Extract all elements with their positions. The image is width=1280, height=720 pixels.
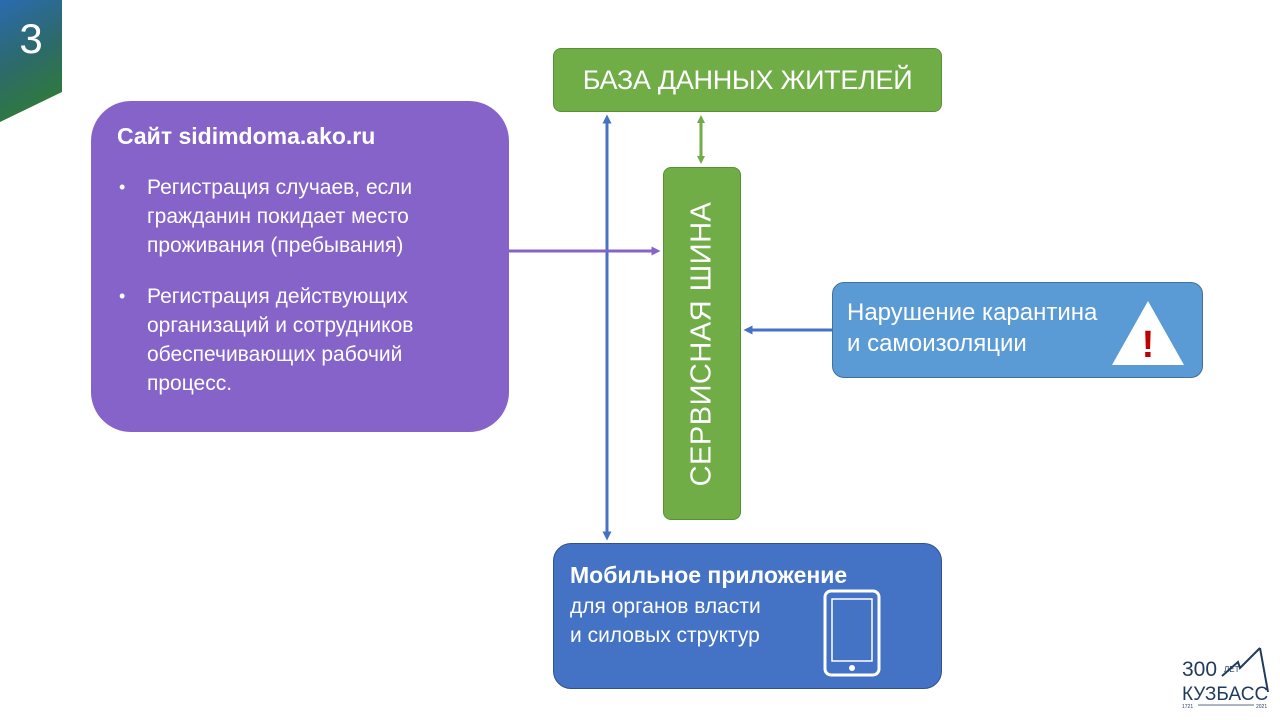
- mobile-app-box: Мобильное приложение для органов власти …: [553, 543, 942, 689]
- tablet-icon: [823, 589, 881, 677]
- database-box: БАЗА ДАННЫХ ЖИТЕЛЕЙ: [553, 48, 942, 112]
- alert-box: Нарушение карантина и самоизоляции !: [832, 282, 1203, 378]
- logo-name: КУЗБАСС: [1182, 684, 1268, 705]
- database-label: БАЗА ДАННЫХ ЖИТЕЛЕЙ: [582, 64, 913, 95]
- service-bus-box: СЕРВИСНАЯ ШИНА: [663, 167, 741, 520]
- corner-shape: [0, 0, 62, 122]
- alert-line: Нарушение карантина: [847, 299, 1098, 326]
- logo-year-start: 1721: [1182, 704, 1193, 710]
- bullet: •: [119, 286, 126, 306]
- kuzbass-300-logo: 300 ЛЕТ КУЗБАСС 1721 2021: [1182, 647, 1269, 710]
- site-item-text: Регистрация случаев, если гражданин поки…: [147, 176, 413, 257]
- mobile-line: для органов власти: [570, 595, 761, 618]
- site-title: Сайт sidimdoma.ako.ru: [117, 123, 376, 149]
- site-box: Сайт sidimdoma.ako.ru • Регистрация случ…: [91, 101, 509, 432]
- site-list: • Регистрация случаев, если гражданин по…: [117, 173, 479, 398]
- site-item-text: Регистрация действующих организаций и со…: [147, 285, 414, 395]
- mobile-title: Мобильное приложение: [570, 562, 848, 588]
- site-list-item: • Регистрация действующих организаций и …: [117, 282, 479, 398]
- warning-icon: !: [1112, 301, 1184, 366]
- logo-word: ЛЕТ: [1224, 665, 1240, 674]
- logo-year-end: 2021: [1256, 704, 1267, 710]
- bullet: •: [119, 177, 126, 197]
- mobile-line: и силовых структур: [570, 624, 760, 647]
- page-number: 3: [19, 15, 43, 62]
- service-bus-label: СЕРВИСНАЯ ШИНА: [685, 201, 718, 486]
- logo-number: 300: [1182, 658, 1217, 681]
- page-corner: 3: [0, 0, 64, 122]
- alert-line: и самоизоляции: [847, 330, 1027, 357]
- site-list-item: • Регистрация случаев, если гражданин по…: [117, 173, 479, 260]
- warning-symbol: !: [1142, 324, 1155, 366]
